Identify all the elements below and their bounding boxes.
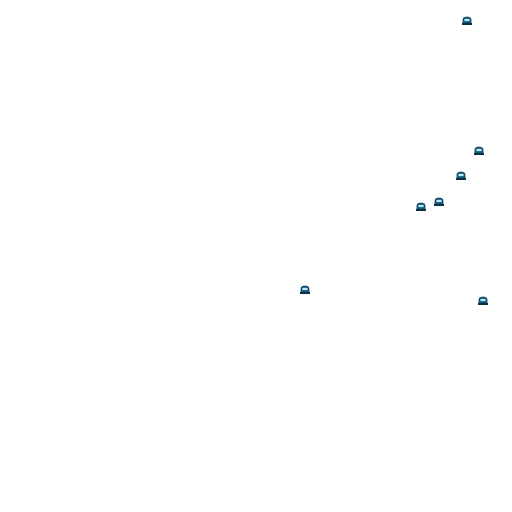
- mailbox-icon: [416, 202, 426, 211]
- map-marker-6[interactable]: [299, 285, 311, 295]
- map-marker-2[interactable]: [473, 146, 485, 156]
- map-marker-7[interactable]: [477, 296, 489, 306]
- mailbox-icon: [300, 285, 310, 294]
- map-marker-3[interactable]: [455, 171, 467, 181]
- mailbox-icon: [456, 171, 466, 180]
- map-marker-5[interactable]: [415, 202, 427, 212]
- mailbox-icon: [434, 197, 444, 206]
- mailbox-icon: [474, 146, 484, 155]
- map-marker-4[interactable]: [433, 197, 445, 207]
- mailbox-icon: [462, 16, 472, 25]
- map-marker-1[interactable]: [461, 16, 473, 26]
- mailbox-icon: [478, 296, 488, 305]
